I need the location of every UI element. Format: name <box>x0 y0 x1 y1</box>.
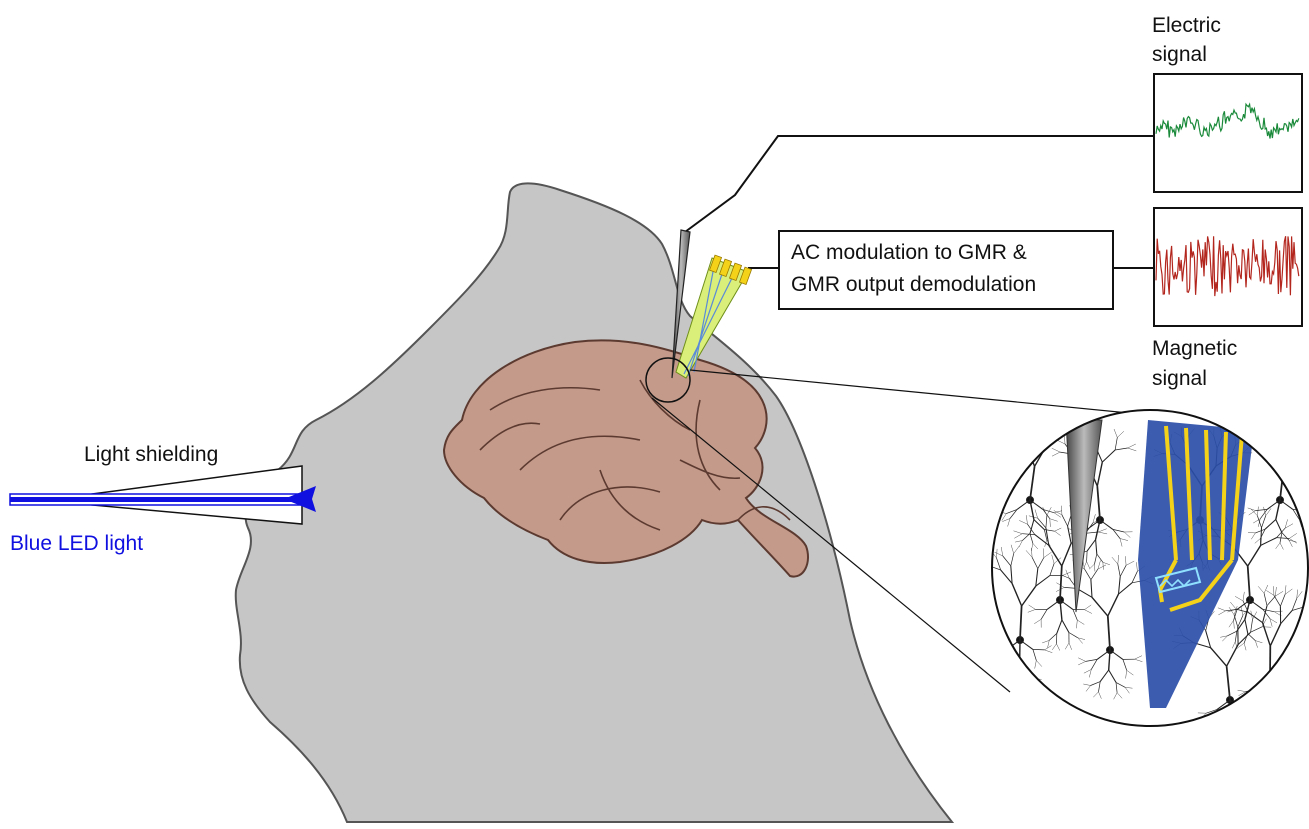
electric-label-line2: signal <box>1152 42 1207 68</box>
light-shielding-label: Light shielding <box>84 442 218 468</box>
magnetic-label-line2: signal <box>1152 366 1207 392</box>
electrode-wire <box>685 136 1154 232</box>
electric-label-line1: Electric <box>1152 13 1221 39</box>
modulation-box: AC modulation to GMR & GMR output demodu… <box>778 230 1114 310</box>
zoom-inset <box>980 405 1309 750</box>
blue-led-label: Blue LED light <box>10 531 143 557</box>
blue-led-beam <box>10 497 300 502</box>
modulation-label-line1: AC modulation to GMR & <box>791 237 1112 269</box>
modulation-label-line2: GMR output demodulation <box>791 269 1112 301</box>
magnetic-label-line1: Magnetic <box>1152 336 1237 362</box>
